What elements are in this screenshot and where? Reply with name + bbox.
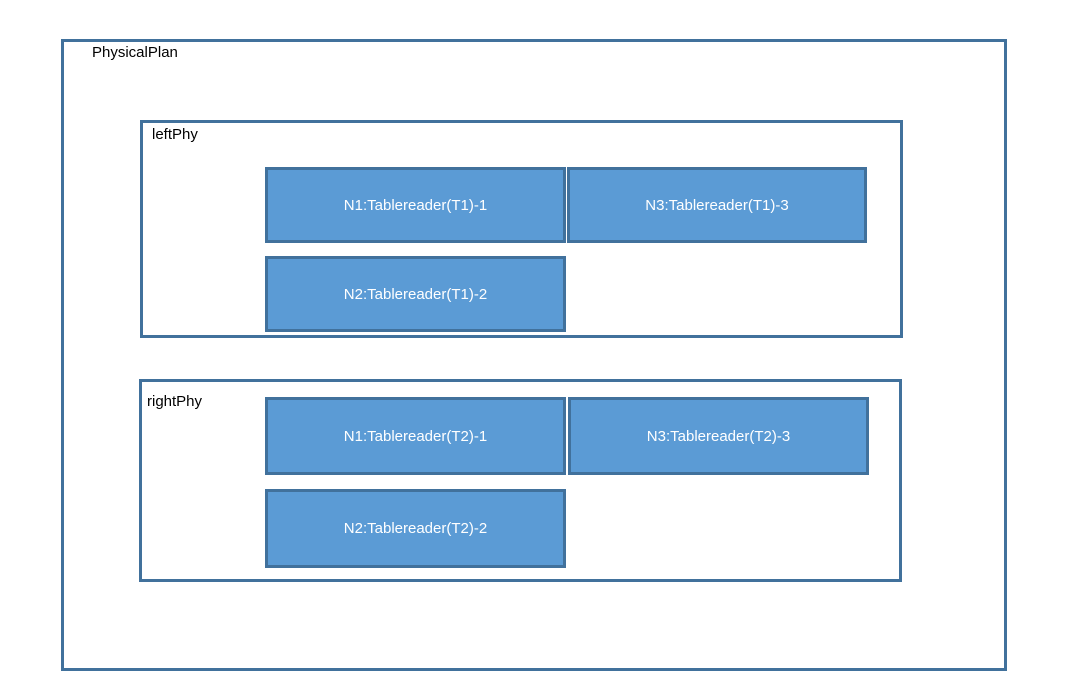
right-node-n2: N2:Tablereader(T2)-2 (265, 489, 566, 568)
left-node-n2: N2:Tablereader(T1)-2 (265, 256, 566, 332)
left-node-n3: N3:Tablereader(T1)-3 (567, 167, 867, 243)
right-node-n1: N1:Tablereader(T2)-1 (265, 397, 566, 475)
left-node-n1: N1:Tablereader(T1)-1 (265, 167, 566, 243)
physical-plan-label: PhysicalPlan (92, 44, 178, 61)
left-phy-label: leftPhy (152, 126, 198, 143)
right-phy-label: rightPhy (147, 393, 203, 410)
right-node-n3: N3:Tablereader(T2)-3 (568, 397, 869, 475)
